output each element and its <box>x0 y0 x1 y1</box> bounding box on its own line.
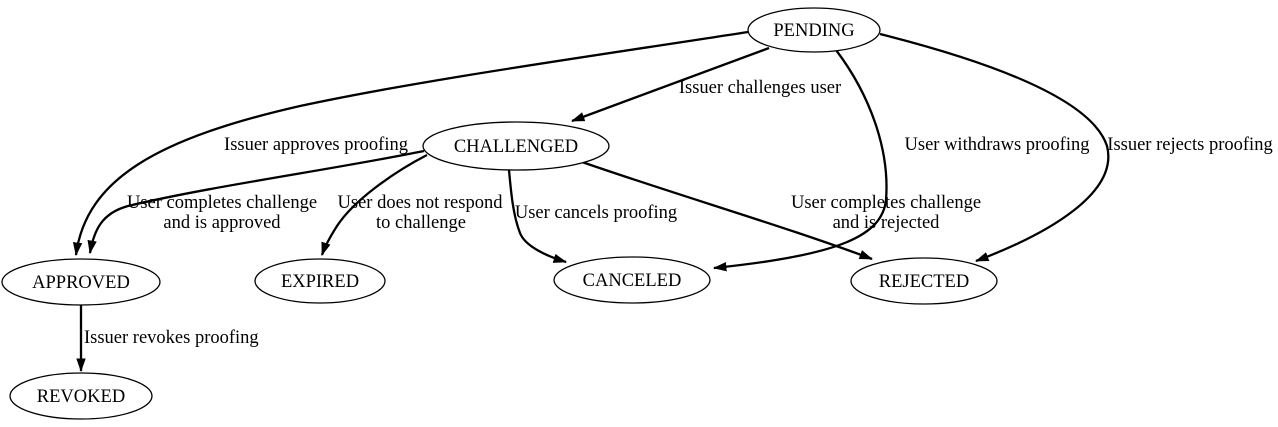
edge-label-user-does-not-respond-line2: to challenge <box>376 213 466 233</box>
edge-challenged-to-canceled <box>507 169 567 264</box>
edge-label-issuer-challenges-user: Issuer challenges user <box>679 78 841 98</box>
rejected-label: REJECTED <box>879 272 969 292</box>
rejected-ellipse <box>850 257 998 305</box>
canceled-ellipse <box>553 256 711 304</box>
edge-label-user-completes-rejected-line2: and is rejected <box>833 213 941 233</box>
node-revoked: REVOKED <box>9 372 153 420</box>
canceled-label: CANCELED <box>583 271 682 291</box>
edge-pending-to-approved <box>72 30 749 256</box>
edge-pending-to-rejected <box>879 32 1110 263</box>
revoked-ellipse <box>9 372 153 420</box>
edge-pending-to-canceled <box>713 49 888 272</box>
revoked-label: REVOKED <box>37 387 125 407</box>
pending-ellipse <box>747 7 881 53</box>
edge-label-user-completes-rejected-line1: User completes challenge <box>791 193 981 213</box>
approved-ellipse <box>1 258 161 306</box>
edge-pending-to-challenged <box>571 46 770 123</box>
edge-label-user-withdraws-proofing: User withdraws proofing <box>905 135 1090 155</box>
node-challenged: CHALLENGED <box>422 121 610 171</box>
edge-label-user-completes-approved-line1: User completes challenge <box>127 193 317 213</box>
node-approved: APPROVED <box>1 258 161 306</box>
challenged-label: CHALLENGED <box>454 137 578 157</box>
node-pending: PENDING <box>747 7 881 53</box>
edge-label-issuer-revokes-proofing: Issuer revokes proofing <box>84 328 259 348</box>
node-rejected: REJECTED <box>850 257 998 305</box>
edge-label-user-does-not-respond-line1: User does not respond <box>338 193 504 213</box>
edge-challenged-to-rejected <box>581 160 873 261</box>
pending-label: PENDING <box>773 21 854 41</box>
expired-ellipse <box>254 258 386 304</box>
edge-label-issuer-rejects-proofing: Issuer rejects proofing <box>1107 135 1272 155</box>
edge-label-user-completes-approved-line2: and is approved <box>163 213 281 233</box>
approved-label: APPROVED <box>32 273 130 293</box>
node-canceled: CANCELED <box>553 256 711 304</box>
expired-label: EXPIRED <box>281 272 359 292</box>
edge-label-user-cancels-proofing: User cancels proofing <box>515 203 677 223</box>
edge-challenged-to-approved <box>87 149 425 254</box>
edge-challenged-to-expired <box>320 153 428 256</box>
node-expired: EXPIRED <box>254 258 386 304</box>
edge-label-issuer-approves-proofing: Issuer approves proofing <box>224 135 408 155</box>
challenged-ellipse <box>422 121 610 171</box>
